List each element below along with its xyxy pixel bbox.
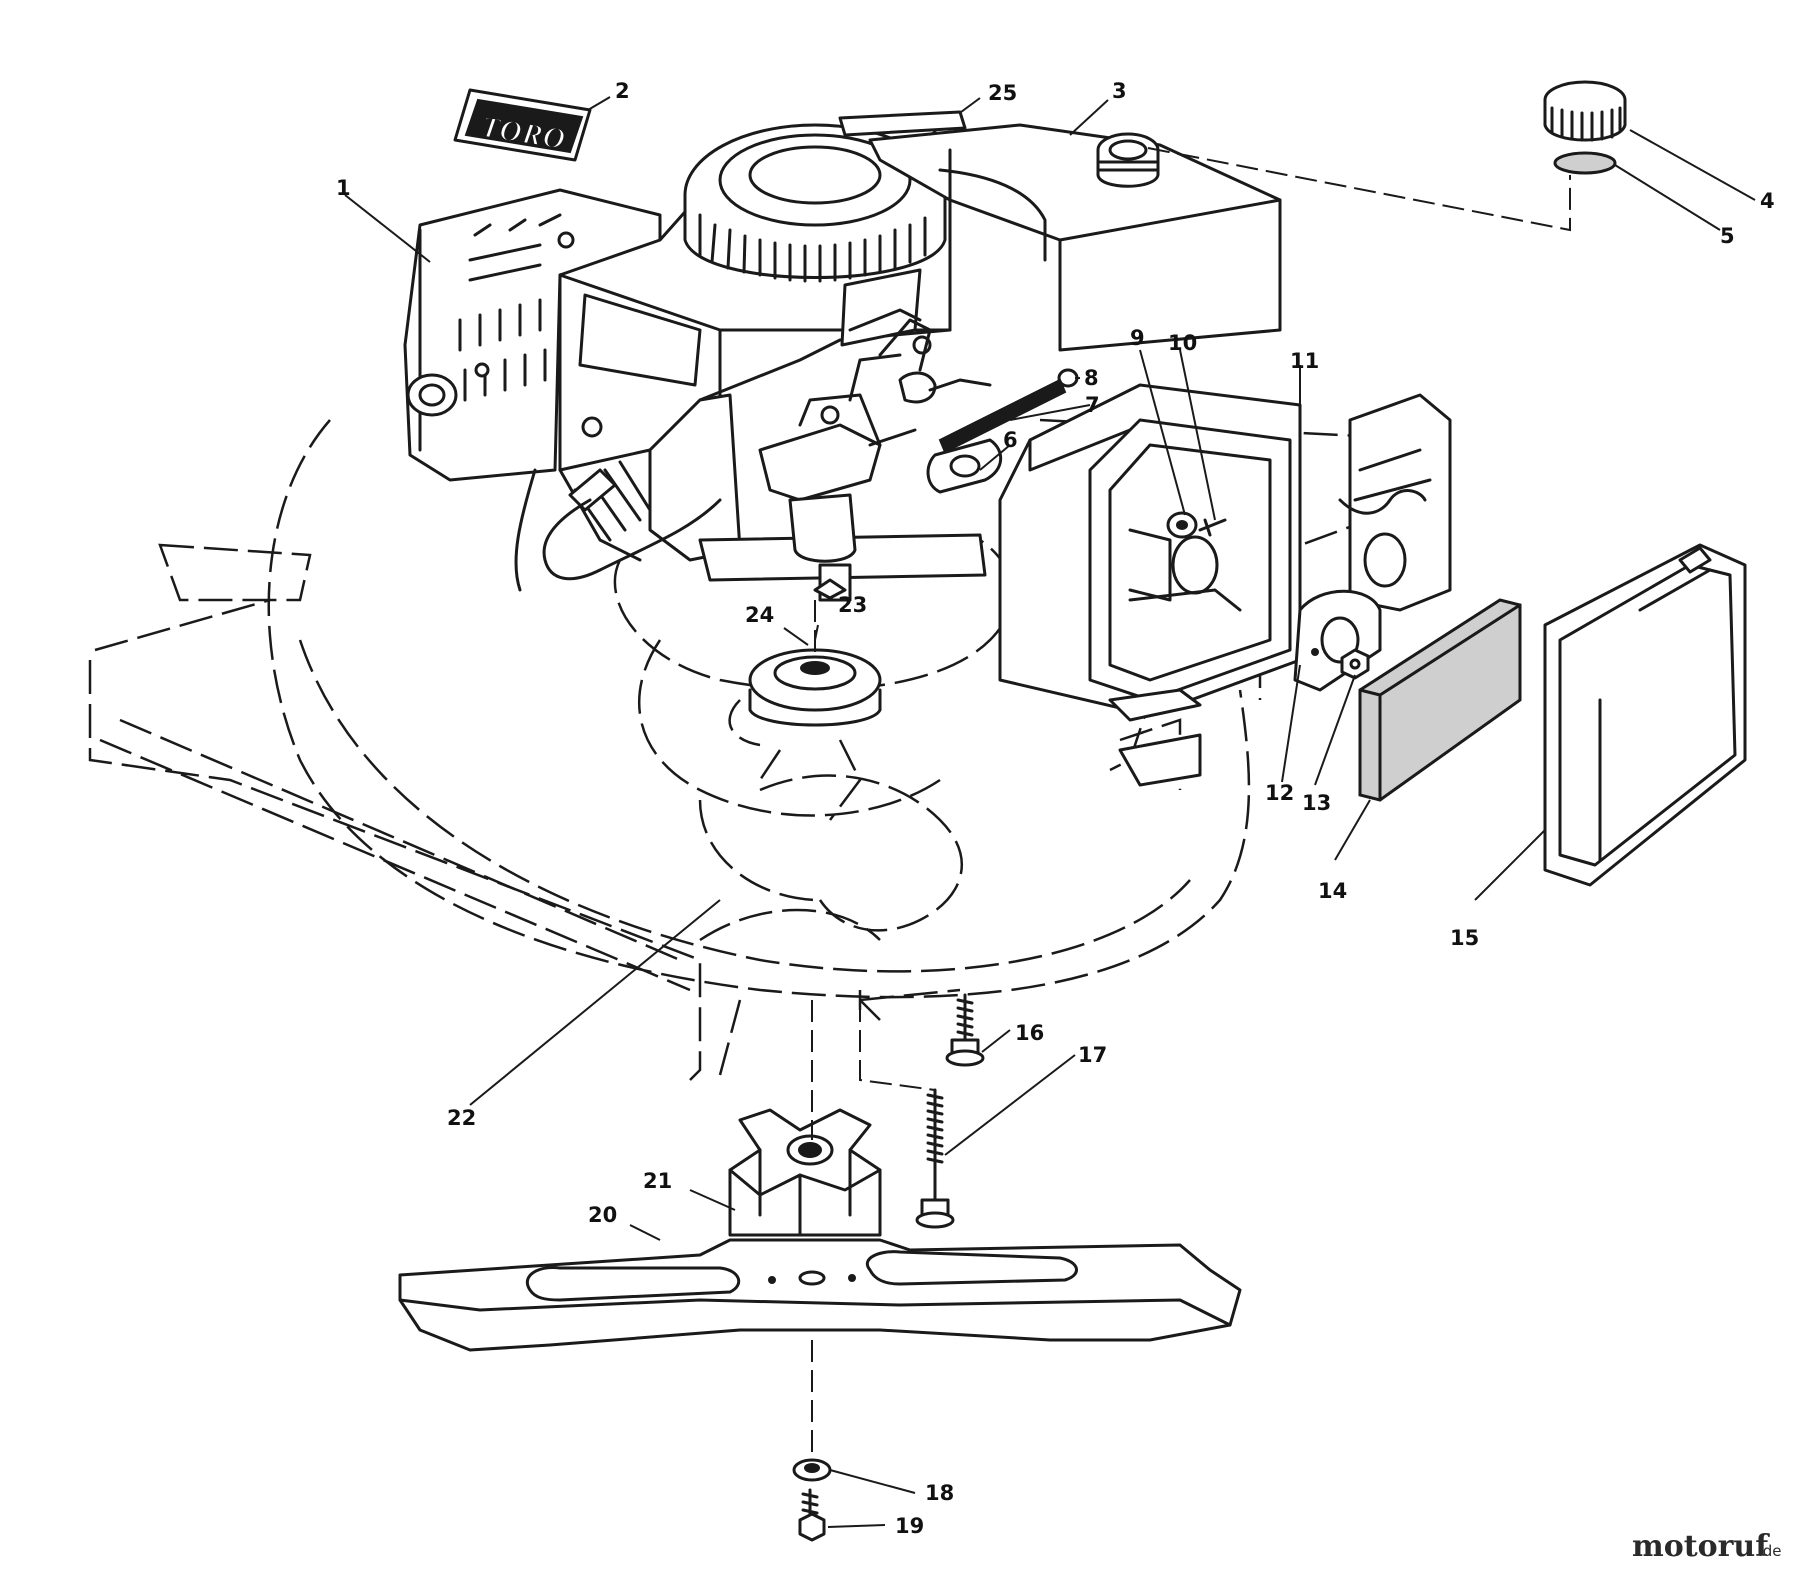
callout-8: 8 <box>1084 366 1099 390</box>
callout-25: 25 <box>988 81 1017 105</box>
blade-bolt <box>798 1488 826 1542</box>
air-cleaner-cover <box>1543 543 1747 887</box>
callout-12: 12 <box>1265 781 1294 805</box>
callout-24: 24 <box>745 603 774 627</box>
blade-washer <box>792 1458 832 1482</box>
hex-nut <box>1340 648 1370 680</box>
throttle-linkage <box>848 308 992 404</box>
tank-hose <box>938 168 1047 262</box>
watermark-name: motoruf <box>1632 1529 1770 1564</box>
callout-14: 14 <box>1318 879 1347 903</box>
callout-2: 2 <box>615 79 630 103</box>
air-cleaner-screw <box>1198 518 1227 537</box>
callout-1: 1 <box>336 176 351 200</box>
callout-11: 11 <box>1290 349 1319 373</box>
toro-decal: TORO <box>453 88 592 162</box>
callout-21: 21 <box>643 1169 672 1193</box>
watermark-suffix: .de <box>1758 1542 1782 1560</box>
callout-labels: 1 2 3 4 5 6 7 8 9 10 11 12 13 14 15 16 1… <box>336 79 1775 1538</box>
blade-adapter-bolt <box>915 1088 955 1229</box>
callout-22: 22 <box>447 1106 476 1130</box>
watermark: motoruf .de <box>1632 1529 1782 1564</box>
deck-screw-short <box>945 993 985 1067</box>
callout-17: 17 <box>1078 1043 1107 1067</box>
engine-block <box>514 393 987 592</box>
blade-adapter-key <box>728 648 882 747</box>
callout-6: 6 <box>1003 428 1018 452</box>
air-cleaner-tab <box>838 110 967 137</box>
callout-18: 18 <box>925 1481 954 1505</box>
fuel-tank <box>868 123 1282 352</box>
callout-20: 20 <box>588 1203 617 1227</box>
air-cleaner-assembly <box>998 383 1452 787</box>
callout-16: 16 <box>1015 1021 1044 1045</box>
callout-7: 7 <box>1085 393 1100 417</box>
callout-13: 13 <box>1302 791 1331 815</box>
callout-23: 23 <box>838 593 867 617</box>
engine-assembly <box>403 80 1627 602</box>
air-cleaner-plate <box>1293 589 1382 692</box>
carburetor <box>758 353 917 602</box>
governor-spring <box>938 378 1067 454</box>
carburetor-gasket <box>926 438 1003 494</box>
blade-adapter <box>728 1108 882 1237</box>
mower-blade <box>398 1238 1242 1352</box>
callout-4: 4 <box>1760 189 1775 213</box>
callout-10: 10 <box>1168 331 1197 355</box>
callout-3: 3 <box>1112 79 1127 103</box>
callout-19: 19 <box>895 1514 924 1538</box>
callout-5: 5 <box>1720 224 1735 248</box>
callout-15: 15 <box>1450 926 1479 950</box>
fuel-cap <box>1543 80 1627 142</box>
carburetor-gasket-hole <box>949 454 981 478</box>
spark-plug-wire <box>542 468 722 581</box>
callout-9: 9 <box>1130 326 1145 350</box>
foam-filter-element <box>1358 598 1522 802</box>
assembly-centerlines <box>811 147 1571 1460</box>
air-cleaner-gasket-center <box>1176 520 1188 530</box>
fuel-cap-gasket <box>1553 151 1617 175</box>
